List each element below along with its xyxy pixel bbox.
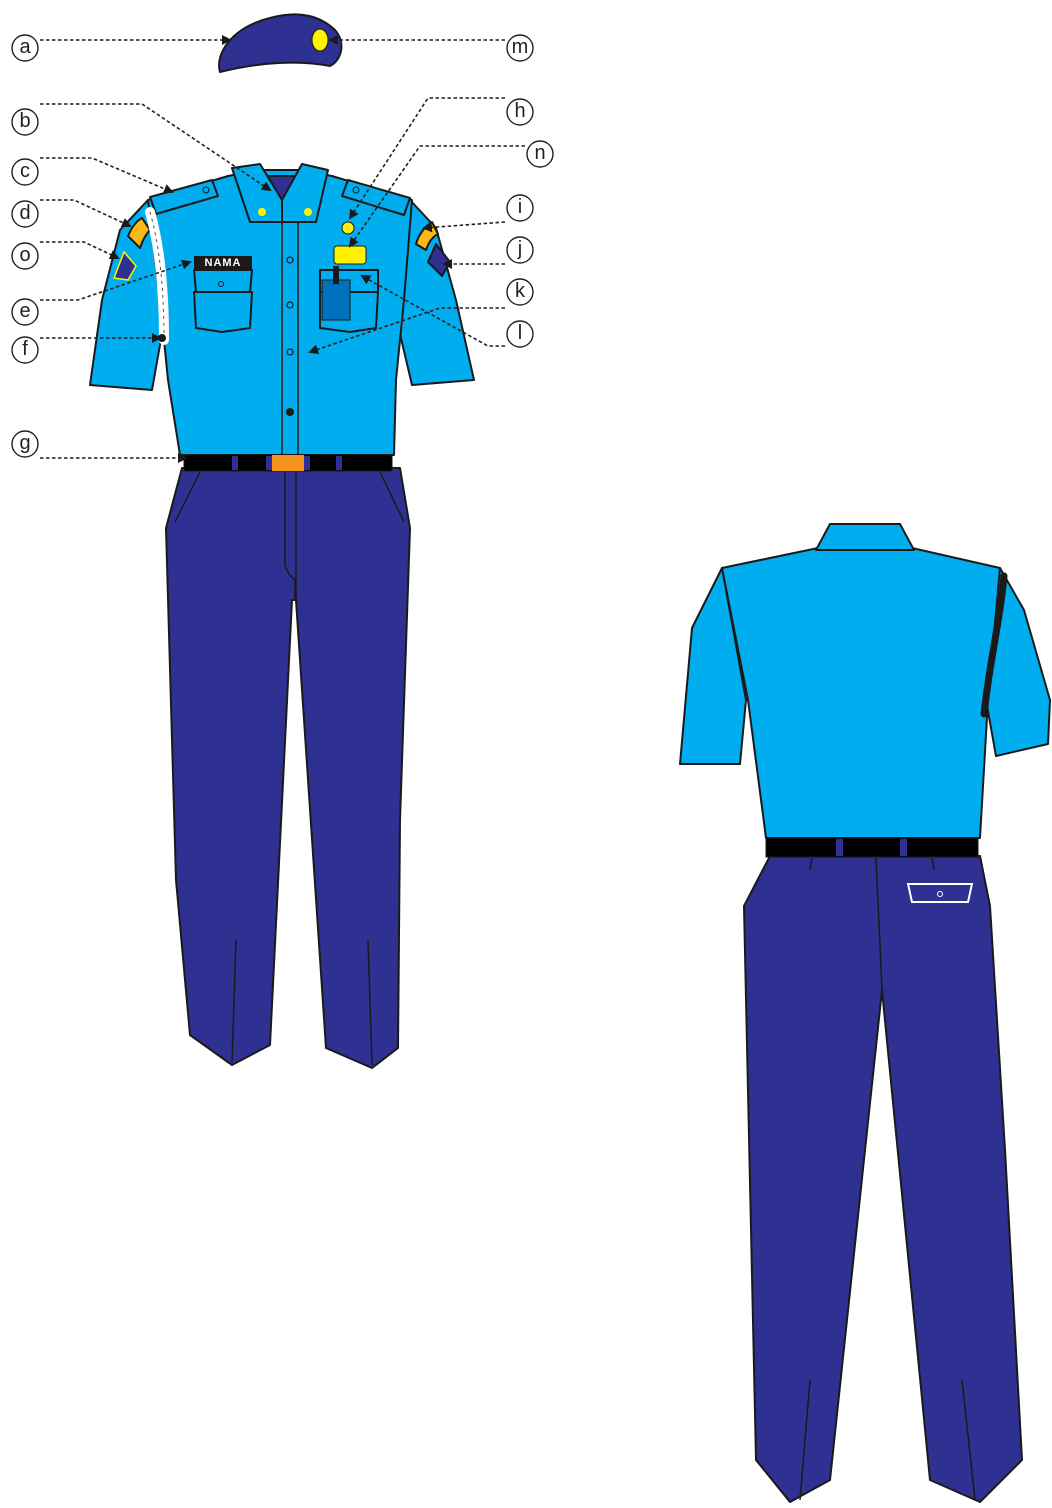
svg-text:j: j — [517, 238, 522, 260]
callout-f: f — [12, 337, 38, 363]
svg-text:g: g — [19, 432, 30, 454]
svg-text:l: l — [518, 322, 522, 344]
svg-text:d: d — [19, 202, 30, 224]
svg-text:n: n — [534, 142, 545, 164]
callout-k: k — [507, 279, 533, 305]
name-tag: NAMA — [194, 256, 252, 269]
id-card — [322, 280, 350, 320]
svg-text:f: f — [22, 338, 28, 360]
callout-n: n — [527, 141, 553, 167]
callout-i: i — [507, 195, 533, 221]
callout-b: b — [12, 109, 38, 135]
front-belt — [184, 455, 392, 471]
svg-text:o: o — [19, 244, 30, 266]
svg-text:a: a — [19, 36, 31, 58]
belt-buckle — [272, 455, 304, 471]
callout-j: j — [507, 237, 533, 263]
svg-text:c: c — [20, 160, 30, 182]
callout-d: d — [12, 201, 38, 227]
front-trousers — [166, 468, 410, 1068]
callout-g: g — [12, 431, 38, 457]
callout-m: m — [507, 35, 533, 61]
callout-a: a — [12, 35, 38, 61]
callout-c: c — [12, 159, 38, 185]
back-view — [680, 524, 1050, 1502]
back-trousers — [744, 856, 1022, 1502]
left-chest-pocket — [194, 270, 252, 332]
callout-h: h — [507, 99, 533, 125]
beret-badge — [312, 29, 328, 51]
svg-text:k: k — [515, 280, 526, 302]
back-shirt-body — [722, 548, 1000, 838]
svg-text:h: h — [514, 100, 525, 122]
back-belt — [766, 838, 978, 857]
name-tag-text: NAMA — [205, 257, 242, 269]
pin-badge — [342, 222, 354, 234]
callout-e: e — [12, 299, 38, 325]
name-badge — [334, 246, 366, 264]
svg-text:i: i — [518, 196, 522, 218]
beret — [219, 14, 341, 72]
svg-text:e: e — [19, 300, 30, 322]
callout-l: l — [507, 321, 533, 347]
back-pocket — [908, 884, 972, 902]
callout-o: o — [12, 243, 38, 269]
front-view: NAMA — [90, 14, 474, 1068]
svg-text:b: b — [19, 110, 30, 132]
back-collar — [816, 524, 914, 550]
svg-text:m: m — [512, 36, 529, 58]
